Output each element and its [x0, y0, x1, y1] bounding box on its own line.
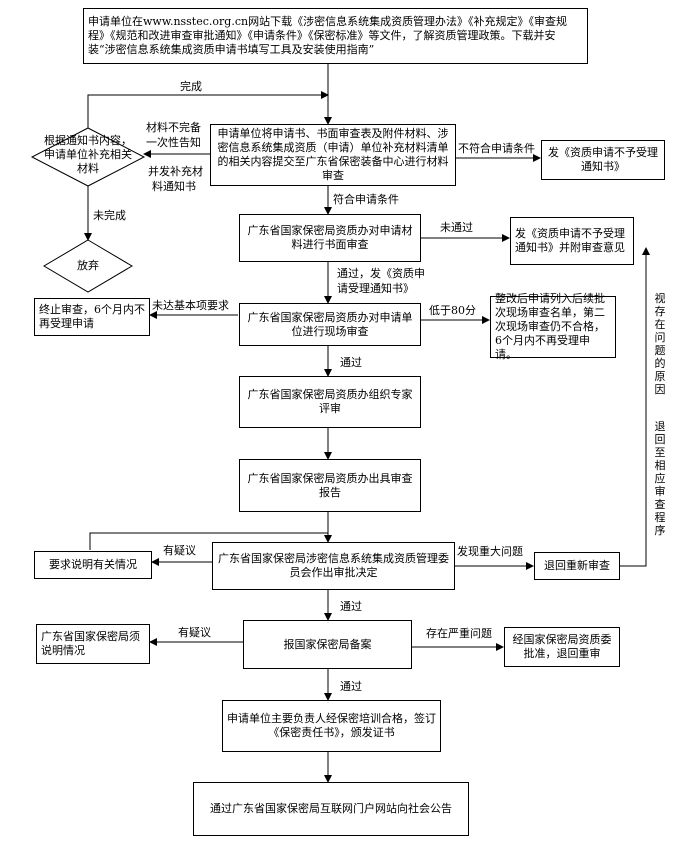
label-incomplete-1: 材料不完备	[146, 121, 201, 134]
notice-not-accept-2-box: 发《资质申请不予受理通知书》并附审查意见	[510, 217, 634, 265]
approve-return-box: 经国家保密局资质委批准，退回重审	[504, 627, 620, 667]
label-serious-issue: 存在严重问题	[426, 627, 492, 640]
announce-box: 通过广东省国家保密局互联网门户网站向社会公告	[193, 782, 469, 836]
label-doubt-1: 有疑议	[163, 544, 196, 557]
committee-box: 广东省国家保密局涉密信息系统集成资质管理委员会作出审批决定	[212, 542, 455, 590]
label-doubt-2: 有疑议	[178, 626, 211, 639]
abandon-diamond-text: 放弃	[77, 259, 99, 272]
onsite-review-box: 广东省国家保密局资质办对申请单位进行现场审查	[239, 303, 421, 346]
label-incomplete-3: 并发补充材	[148, 165, 203, 178]
supplement-diamond	[30, 127, 146, 187]
terminate-box: 终止审查，6个月内不再受理申请	[34, 298, 150, 336]
explain-box: 要求说明有关情况	[34, 551, 152, 579]
report-box: 广东省国家保密局资质办出具审查报告	[239, 459, 421, 512]
file-box: 报国家保密局备案	[243, 620, 412, 669]
return-review-box: 退回重新审查	[534, 552, 620, 580]
label-passed-2: 通过	[340, 600, 362, 613]
written-review-box: 广东省国家保密局资质办对申请材料进行书面审查	[239, 214, 421, 262]
submit-box: 申请单位将申请书、书面审查表及附件材料、涉密信息系统集成资质（申请）单位补充材料…	[210, 124, 456, 186]
label-not-complete: 未完成	[93, 209, 126, 222]
label-major-issue: 发现重大问题	[457, 545, 523, 558]
label-passed-1: 通过	[340, 356, 362, 369]
label-passed-notice-2: 请受理通知书》	[337, 282, 414, 295]
notice-not-accept-box: 发《资质申请不予受理通知书》	[541, 140, 665, 180]
download-box: 申请单位在www.nsstec.org.cn网站下载《涉密信息系统集成资质管理办…	[83, 8, 588, 64]
guangdong-explain-box: 广东省国家保密局须说明情况	[36, 624, 150, 664]
label-incomplete-4: 料通知书	[152, 180, 196, 193]
label-incomplete-2: 一次性告知	[146, 136, 201, 149]
label-below-80: 低于80分	[429, 304, 476, 317]
label-not-meet: 不符合申请条件	[458, 142, 535, 155]
rectify-box: 整改后申请列入后续批次现场审查名单，第二次现场审查仍不合格，6个月内不再受理申请…	[490, 292, 616, 361]
label-meet: 符合申请条件	[333, 193, 399, 206]
supplement-diamond-text: 根据通知书内容，申请单位补充相关材料	[44, 134, 132, 175]
training-box: 申请单位主要负责人经保密培训合格，签订《保密责任书》，颁发证书	[222, 700, 441, 752]
label-vertical-2: 退回至相应审查程序	[654, 420, 666, 537]
expert-review-box: 广东省国家保密局资质办组织专家评审	[239, 376, 421, 428]
label-complete: 完成	[180, 80, 202, 93]
label-passed-notice-1: 通过，发《资质申	[337, 267, 425, 280]
abandon-diamond	[43, 239, 133, 293]
label-passed-3: 通过	[340, 680, 362, 693]
label-failed: 未通过	[440, 221, 473, 234]
label-vertical-1: 视存在问题的原因	[654, 292, 666, 396]
label-not-basic: 未达基本项要求	[152, 299, 229, 312]
